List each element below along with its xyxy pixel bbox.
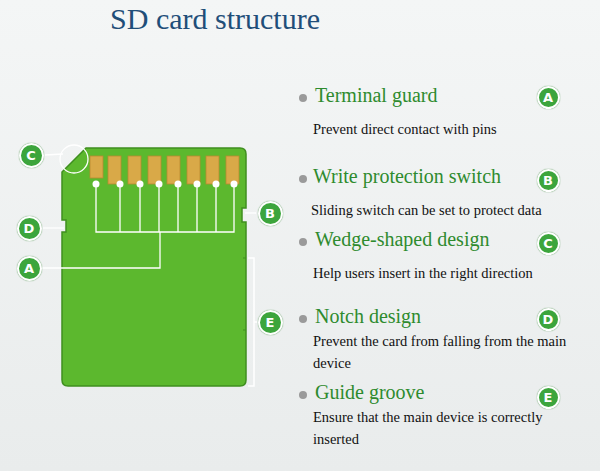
callout-circle: C (19, 143, 44, 168)
callout-circle: A (537, 86, 560, 109)
leader-lines (42, 145, 256, 268)
callout-letter: B (543, 173, 553, 188)
callout-circle: B (258, 201, 283, 226)
bracket (248, 258, 257, 386)
feature-heading: Write protection switch (313, 165, 501, 188)
feature-heading: Terminal guard (315, 84, 437, 107)
callout-circle: D (17, 216, 42, 241)
callout-circle: E (537, 386, 560, 409)
callout-letter: A (543, 90, 553, 105)
feature-heading: Notch design (315, 305, 421, 328)
callout-letter: B (265, 206, 275, 221)
callout-circle: E (258, 310, 283, 335)
callout-letter: D (543, 312, 554, 327)
callout-letter: C (543, 236, 553, 251)
callout-circle: A (17, 256, 42, 281)
callout-letter: E (266, 315, 275, 330)
callout-letter: E (544, 390, 553, 405)
callout-circle: D (537, 308, 560, 331)
callout-letter: C (26, 148, 36, 163)
feature-description: Prevent direct contact with pins (313, 118, 497, 140)
feature-heading: Wedge-shaped design (315, 228, 489, 251)
feature-description: Help users insert in the right direction (313, 262, 533, 284)
feature-description: Prevent the card from falling from the m… (313, 330, 583, 375)
callout-circle: C (537, 232, 560, 255)
callout-letter: A (24, 261, 34, 276)
bullet (299, 94, 307, 399)
feature-description: Sliding switch can be set to protect dat… (311, 199, 542, 221)
feature-heading: Guide groove (315, 381, 424, 404)
callout-circle: B (537, 169, 560, 192)
guide-groove (243, 330, 246, 331)
guide-groove (243, 258, 246, 259)
card-body (62, 148, 246, 386)
callout-letter: D (24, 221, 35, 236)
feature-description: Ensure that the main device is correctly… (313, 406, 573, 451)
diagram-title: SD card structure (110, 2, 320, 36)
pins (90, 156, 239, 188)
